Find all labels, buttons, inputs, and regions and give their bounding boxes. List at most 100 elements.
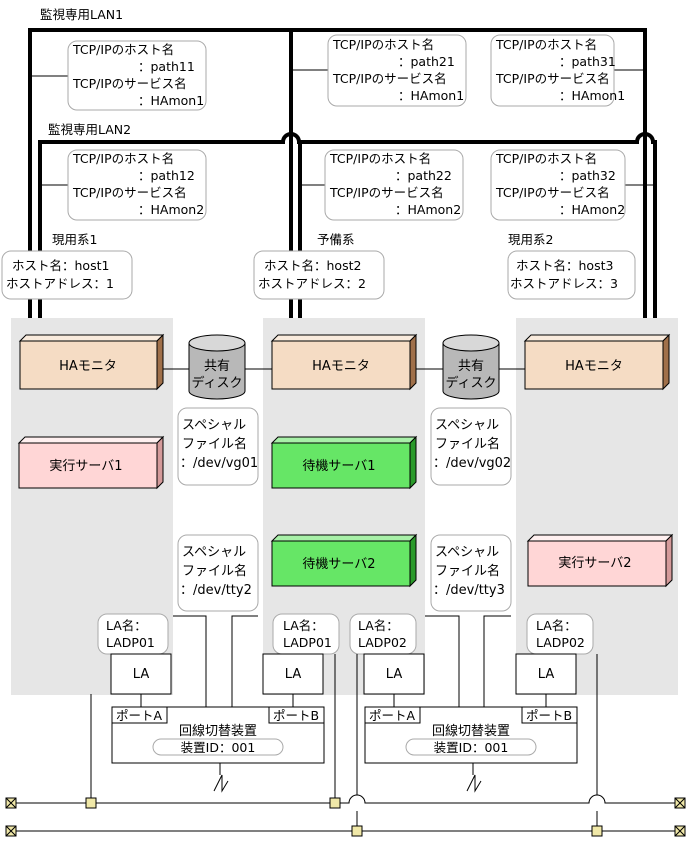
- la-name-2: LA名： LADP01: [272, 613, 340, 655]
- svg-text:ポートA: ポートA: [369, 708, 416, 723]
- line-switch-2: ポートA ポートB 回線切替装置 装置ID：001: [364, 706, 578, 764]
- svg-text:ディスク: ディスク: [445, 375, 496, 391]
- svg-text:LA: LA: [386, 667, 403, 682]
- svg-text:：path32: ：path32: [559, 168, 616, 183]
- svg-text:TCP/IPのホスト名: TCP/IPのホスト名: [329, 151, 431, 166]
- svg-text:：HAmon1: ：HAmon1: [559, 88, 625, 103]
- standby-server-2: 待機サーバ2: [270, 533, 418, 588]
- special-file-tty3: スペシャル ファイル名 ：/dev/tty3: [430, 534, 512, 612]
- ha-monitor-1: HAモニタ: [18, 333, 165, 391]
- host-info-1: ホスト名：host1 ホストアドレス：1: [1, 250, 133, 300]
- svg-text:：HAmon2: ：HAmon2: [138, 202, 204, 217]
- svg-text:LA名：: LA名：: [358, 618, 399, 633]
- svg-text:スペシャル: スペシャル: [435, 418, 499, 433]
- system-label-active1: 現用系1: [52, 232, 97, 247]
- svg-text:：HAmon1: ：HAmon1: [138, 93, 204, 108]
- svg-text:LA名：: LA名：: [106, 618, 147, 633]
- svg-text:共有: 共有: [204, 359, 230, 374]
- svg-text:スペシャル: スペシャル: [182, 418, 246, 433]
- svg-text:：/dev/tty3: ：/dev/tty3: [433, 583, 505, 598]
- standby-server-1: 待機サーバ1: [270, 435, 418, 490]
- svg-text:実行サーバ1: 実行サーバ1: [49, 458, 122, 474]
- ha-monitor-2: HAモニタ: [270, 333, 418, 391]
- path-connectors: [30, 69, 655, 186]
- svg-text:：HAmon2: ：HAmon2: [395, 202, 461, 217]
- path-box-11: TCP/IPのホスト名 ：path11 TCP/IPのサービス名 ：HAmon1: [67, 40, 207, 111]
- svg-text:ファイル名: ファイル名: [182, 563, 247, 579]
- svg-text:ディスク: ディスク: [191, 375, 242, 391]
- svg-text:：HAmon2: ：HAmon2: [559, 202, 625, 217]
- exec-server-1: 実行サーバ1: [17, 435, 165, 490]
- path-box-12: TCP/IPのホスト名 ：path12 TCP/IPのサービス名 ：HAmon2: [67, 149, 207, 221]
- path-box-32: TCP/IPのホスト名 ：path32 TCP/IPのサービス名 ：HAmon2: [490, 149, 626, 221]
- svg-text:実行サーバ2: 実行サーバ2: [558, 555, 631, 571]
- svg-text:HAモニタ: HAモニタ: [59, 359, 117, 374]
- network-nodes: [85, 797, 603, 837]
- svg-text:ファイル名: ファイル名: [182, 436, 247, 452]
- svg-text:：path31: ：path31: [559, 54, 616, 69]
- svg-text:：/dev/vg02: ：/dev/vg02: [433, 456, 511, 471]
- path-box-31: TCP/IPのホスト名 ：path31 TCP/IPのサービス名 ：HAmon1: [490, 34, 625, 107]
- svg-text:TCP/IPのホスト名: TCP/IPのホスト名: [495, 37, 597, 52]
- svg-text:ホストアドレス：1: ホストアドレス：1: [6, 276, 114, 291]
- svg-text:ポートB: ポートB: [273, 708, 319, 723]
- la-box-3: LA: [363, 653, 425, 695]
- bottom-network-lines: [11, 794, 680, 832]
- svg-text:共有: 共有: [458, 359, 484, 374]
- path-box-22: TCP/IPのホスト名 ：path22 TCP/IPのサービス名 ：HAmon2: [324, 149, 464, 221]
- svg-text:LADP02: LADP02: [536, 635, 585, 650]
- svg-text:TCP/IPのホスト名: TCP/IPのホスト名: [72, 42, 174, 57]
- host-info-2: ホスト名：host2 ホストアドレス：2: [253, 250, 385, 300]
- svg-text:ファイル名: ファイル名: [435, 563, 500, 579]
- shared-disk-1: 共有 ディスク: [188, 334, 246, 400]
- svg-text:LA: LA: [285, 667, 302, 682]
- shared-disk-2: 共有 ディスク: [442, 334, 500, 400]
- svg-text:TCP/IPのサービス名: TCP/IPのサービス名: [72, 185, 187, 200]
- system-label-standby: 予備系: [317, 232, 355, 247]
- svg-text:TCP/IPのサービス名: TCP/IPのサービス名: [495, 185, 610, 200]
- svg-text:ホスト名：host1: ホスト名：host1: [12, 258, 109, 273]
- svg-text:スペシャル: スペシャル: [182, 545, 246, 560]
- svg-text:LA名：: LA名：: [283, 618, 324, 633]
- svg-text:：/dev/tty2: ：/dev/tty2: [180, 583, 252, 598]
- svg-text:TCP/IPのサービス名: TCP/IPのサービス名: [329, 185, 444, 200]
- terminator-left-top: [5, 797, 17, 809]
- svg-text:：/dev/vg01: ：/dev/vg01: [180, 456, 258, 471]
- system-label-active2: 現用系2: [508, 232, 553, 247]
- path-box-21: TCP/IPのホスト名 ：path21 TCP/IPのサービス名 ：HAmon1: [327, 34, 467, 107]
- host-info-3: ホスト名：host3 ホストアドレス：3: [507, 250, 636, 300]
- svg-text:：HAmon1: ：HAmon1: [398, 88, 464, 103]
- svg-text:TCP/IPのホスト名: TCP/IPのホスト名: [332, 37, 434, 52]
- svg-text:装置ID：001: 装置ID：001: [434, 740, 509, 755]
- svg-text:ホストアドレス：3: ホストアドレス：3: [510, 276, 618, 291]
- svg-text:：path12: ：path12: [138, 168, 195, 183]
- line-switch-1: ポートA ポートB 回線切替装置 装置ID：001: [111, 706, 325, 764]
- terminator-right-bottom: [674, 825, 686, 837]
- svg-text:TCP/IPのサービス名: TCP/IPのサービス名: [332, 71, 447, 86]
- svg-text:回線切替装置: 回線切替装置: [432, 723, 510, 739]
- lan2-title: 監視専用LAN2: [48, 122, 131, 137]
- svg-text:：path21: ：path21: [398, 54, 455, 69]
- la-box-4: LA: [515, 653, 577, 695]
- svg-text:LA名：: LA名：: [536, 618, 577, 633]
- svg-text:TCP/IPのホスト名: TCP/IPのホスト名: [495, 151, 597, 166]
- svg-text:ホスト名：host3: ホスト名：host3: [516, 258, 613, 273]
- la-box-1: LA: [110, 653, 172, 695]
- special-file-vg01: スペシャル ファイル名 ：/dev/vg01: [177, 407, 259, 486]
- svg-text:ポートB: ポートB: [526, 708, 572, 723]
- svg-text:TCP/IPのサービス名: TCP/IPのサービス名: [495, 71, 610, 86]
- svg-text:HAモニタ: HAモニタ: [312, 359, 370, 374]
- la-name-1: LA名： LADP01: [97, 613, 169, 655]
- la-name-3: LA名： LADP02: [349, 613, 417, 655]
- svg-text:装置ID：001: 装置ID：001: [181, 740, 256, 755]
- exec-server-2: 実行サーバ2: [526, 533, 674, 588]
- svg-text:TCP/IPのサービス名: TCP/IPのサービス名: [72, 76, 187, 91]
- la-box-2: LA: [262, 653, 324, 695]
- svg-text:待機サーバ2: 待機サーバ2: [302, 557, 375, 572]
- terminator-right-top: [674, 797, 686, 809]
- svg-text:待機サーバ1: 待機サーバ1: [302, 459, 375, 474]
- svg-text:TCP/IPのホスト名: TCP/IPのホスト名: [72, 151, 174, 166]
- svg-text:スペシャル: スペシャル: [435, 545, 499, 560]
- special-file-vg02: スペシャル ファイル名 ：/dev/vg02: [430, 407, 512, 486]
